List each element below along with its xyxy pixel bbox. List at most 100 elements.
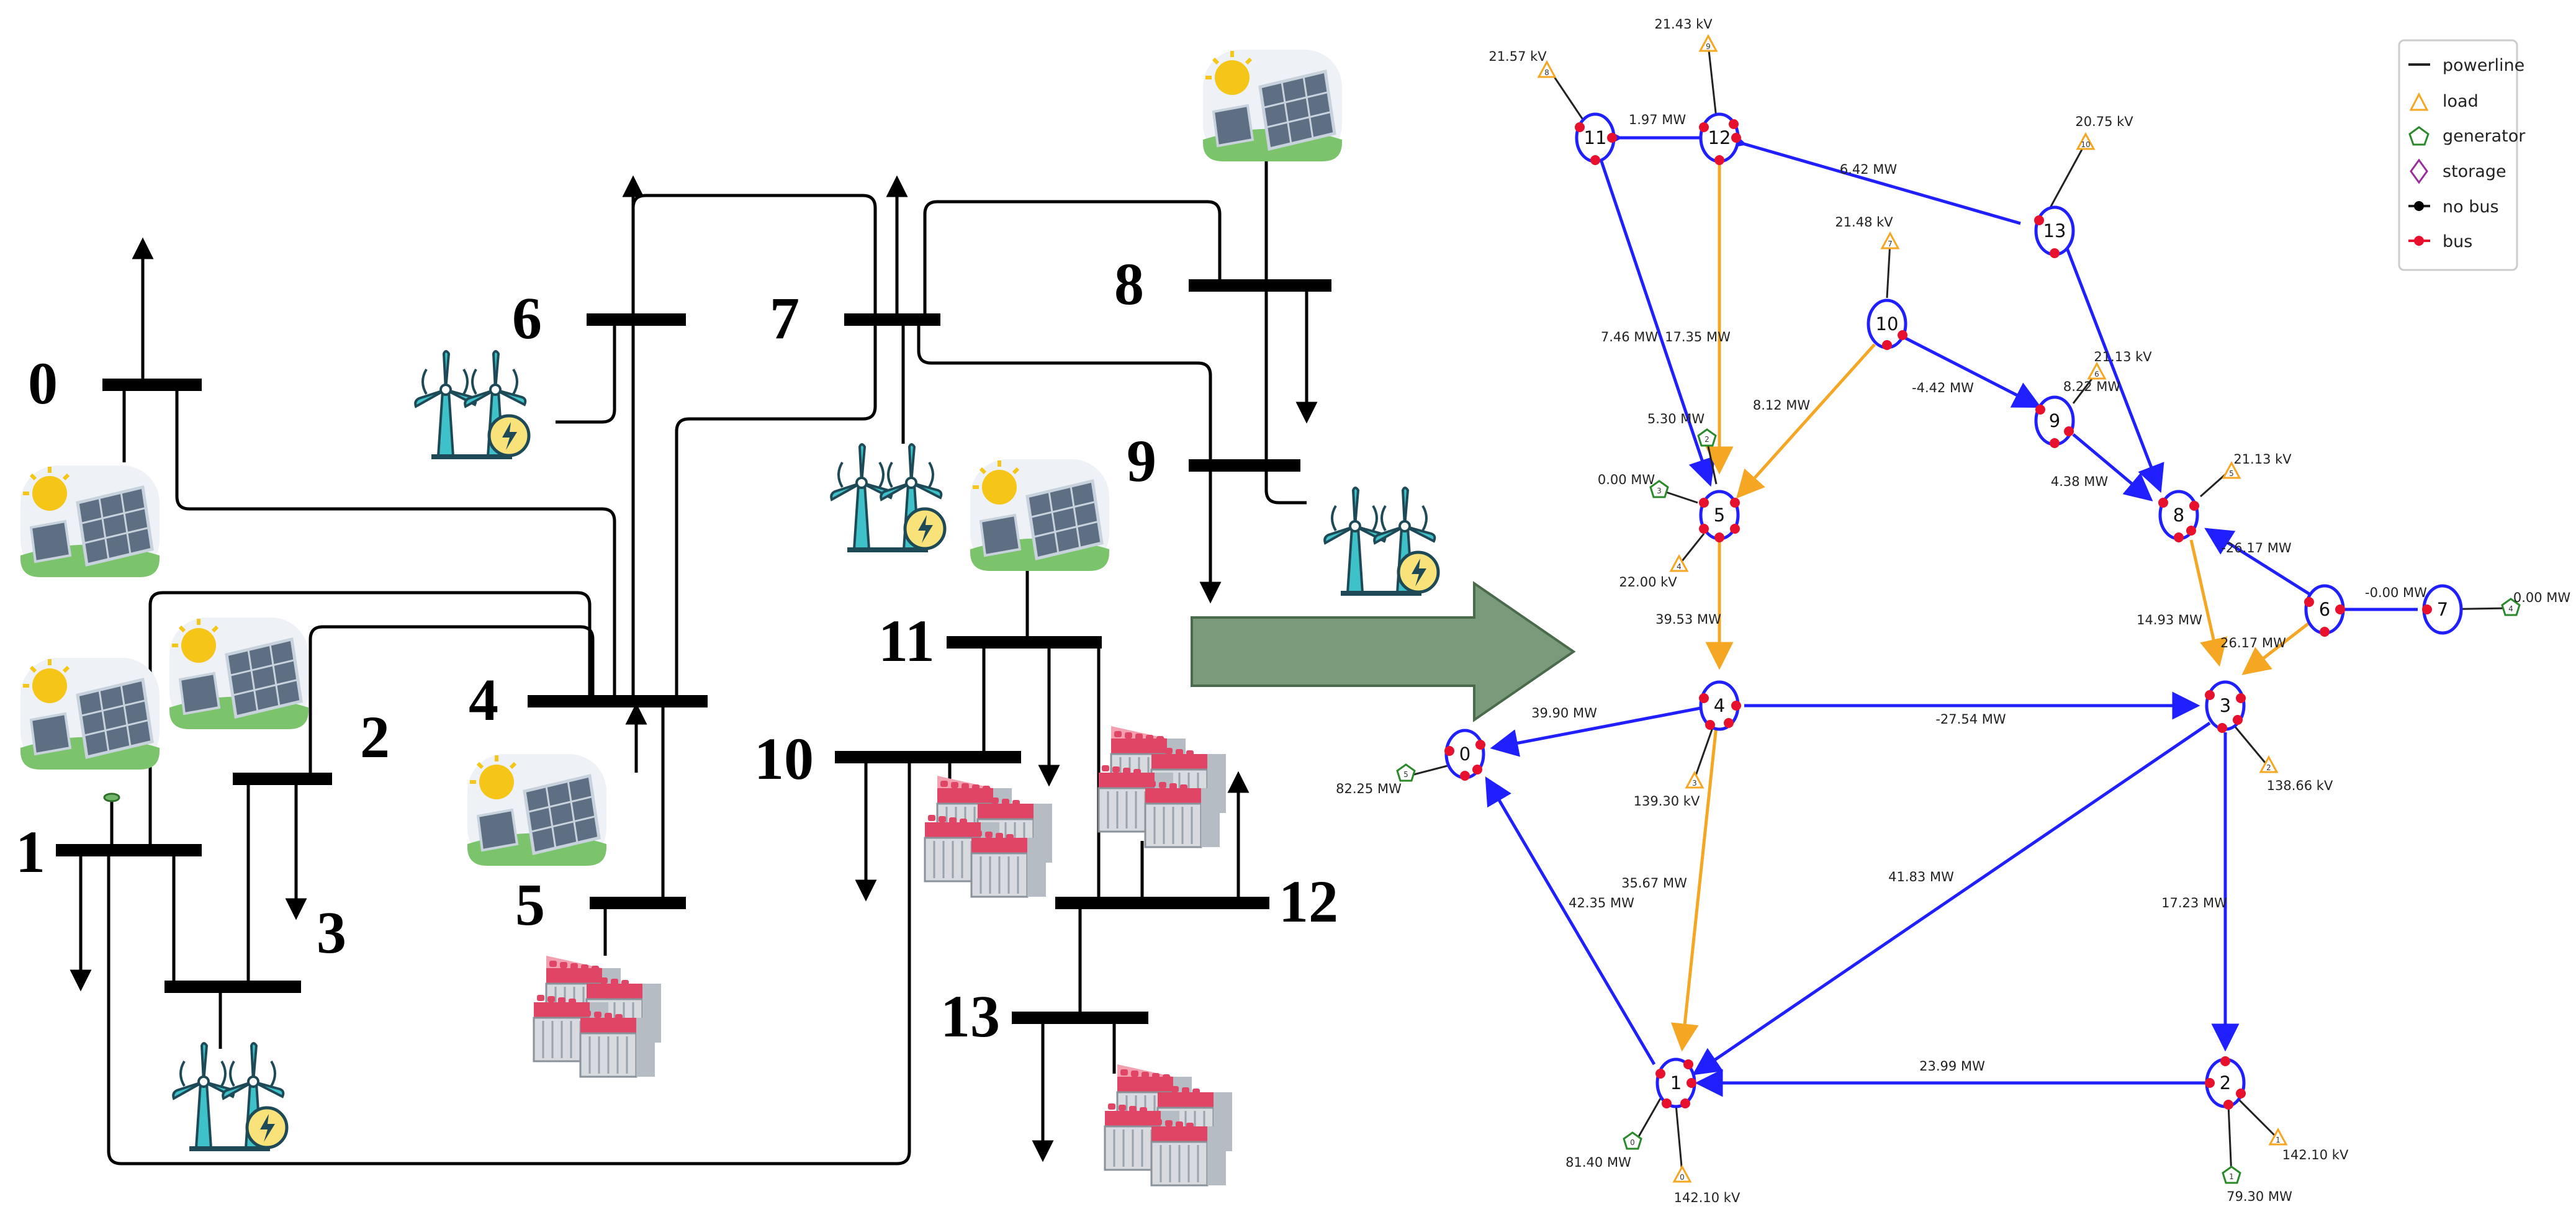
bus-label-10: 10 [754,725,814,792]
battery-storage-icon [1097,725,1227,848]
power-label: 0.00 MW [1598,472,1655,487]
node-label-3: 3 [2220,695,2231,716]
edge-label: -26.17 MW [2221,541,2291,555]
svg-text:5: 5 [1403,770,1408,779]
bus-bar-13 [1012,1012,1148,1024]
voltage-label: 22.00 kV [1619,575,1677,590]
graph-edges [1485,123,2418,1097]
legend-pentagon-icon [2408,126,2430,146]
bus-label-4: 4 [469,667,498,733]
solar-panel-icon [467,754,606,866]
power-label: 81.40 MW [1565,1155,1631,1170]
edge-label: 6.42 MW [1840,162,1898,177]
bus-label-7: 7 [770,285,799,351]
bus-bar-6 [587,313,686,326]
node-attachment-labels: 21.57 kV 21.43 kV 20.75 kV 21.48 kV 8.22… [1336,17,2570,1205]
power-label: 5.30 MW [1647,411,1705,426]
bus-bar-5 [590,897,686,909]
node-label-0: 0 [1459,743,1470,765]
network-graph: 11 12 13 10 9 8 5 6 7 4 3 0 1 2 [1336,17,2570,1205]
edge-label: 4.38 MW [2051,474,2109,489]
solar-panel-icon [20,658,160,770]
solar-panel-icon [970,459,1109,571]
voltage-label: 20.75 kV [2075,114,2133,129]
legend: powerline load generator storage no bus … [2398,39,2526,271]
bus-bar-0 [102,379,202,391]
edge-label: 1.97 MW [1629,112,1687,127]
power-label: 8.22 MW [2063,379,2121,394]
bus-bar-7 [844,313,940,326]
solar-panel-icon [1203,50,1342,161]
transform-arrow [1191,581,1576,722]
wind-turbine-icon [173,1043,287,1151]
edge-13-8 [2065,248,2164,493]
power-label: 79.30 MW [2227,1189,2292,1204]
legend-label: load [2443,92,2479,111]
legend-label: bus [2443,232,2472,251]
edge-3-1 [1692,721,2211,1076]
edge-8-3 [2189,539,2228,667]
svg-text:6: 6 [2094,370,2099,379]
legend-box [2398,39,2518,271]
svg-text:4: 4 [2508,604,2513,613]
solar-panel-icon [169,617,308,729]
node-label-4: 4 [1714,695,1725,716]
bus-bar-3 [164,981,301,993]
generator-markers [1396,428,2521,1184]
battery-storage-icon [924,775,1053,898]
bus-bar-12 [1055,897,1269,909]
battery-storage-icon [533,954,662,1078]
node-label-8: 8 [2173,505,2184,526]
legend-label: powerline [2443,56,2524,75]
bus-label-5: 5 [515,871,545,938]
power-label: 82.25 MW [1336,781,1402,796]
wind-turbine-icon [415,351,529,459]
edge-label: -4.42 MW [1912,380,1974,395]
svg-text:0: 0 [1630,1138,1635,1147]
edge-9-8 [2072,433,2153,501]
svg-text:2: 2 [2266,763,2271,772]
bus-labels: 0 1 2 3 4 5 6 7 8 9 10 11 12 13 [16,251,1338,1049]
node-label-13: 13 [2043,220,2066,241]
node-label-2: 2 [2220,1072,2231,1094]
legend-label: generator [2443,127,2526,146]
node-label-9: 9 [2049,410,2060,431]
bus-markers [1444,119,2432,1110]
edge-labels: 1.97 MW 6.42 MW 7.46 MW 17.35 MW 8.12 MW… [1531,112,2427,1074]
node-label-12: 12 [1708,127,1731,148]
edge-6-3 [2241,619,2313,675]
svg-text:10: 10 [2081,140,2090,149]
svg-text:9: 9 [1706,42,1711,51]
legend-black-dot-icon [2414,201,2424,211]
bus-bar-2 [233,773,332,785]
line-connectors [70,161,1318,1165]
bus-bar-4 [528,695,708,707]
bus-label-6: 6 [512,285,542,351]
edge-label: 23.99 MW [1919,1059,1985,1074]
generator-connector [103,793,120,802]
edge-4-0 [1490,706,1705,757]
edge-label: 39.53 MW [1655,612,1721,627]
node-label-6: 6 [2319,599,2330,620]
bus-bars [56,279,1331,1024]
bus-bar-11 [947,636,1102,649]
node-label-1: 1 [1670,1072,1682,1094]
svg-text:1: 1 [2276,1136,2281,1144]
voltage-label: 138.66 kV [2267,778,2333,793]
edge-11-5 [1600,161,1716,487]
svg-text:8: 8 [1544,68,1549,77]
edge-label: 42.35 MW [1569,896,1634,910]
svg-text:7: 7 [1888,240,1893,248]
edge-label: 39.90 MW [1531,706,1597,721]
edge-6-8 [2204,528,2313,598]
single-line-diagram: 0 1 2 3 4 5 6 7 8 9 10 11 12 13 [16,50,1438,1187]
edge-label: -0.00 MW [2365,585,2427,600]
graph-node-labels: 11 12 13 10 9 8 5 6 7 4 3 0 1 2 [1459,127,2448,1094]
edge-label: -27.54 MW [1935,712,2006,727]
svg-text:4: 4 [1677,562,1682,571]
svg-text:3: 3 [1692,779,1697,788]
edge-label: 21.13 kV [2094,349,2152,364]
edge-1-0 [1485,776,1656,1066]
